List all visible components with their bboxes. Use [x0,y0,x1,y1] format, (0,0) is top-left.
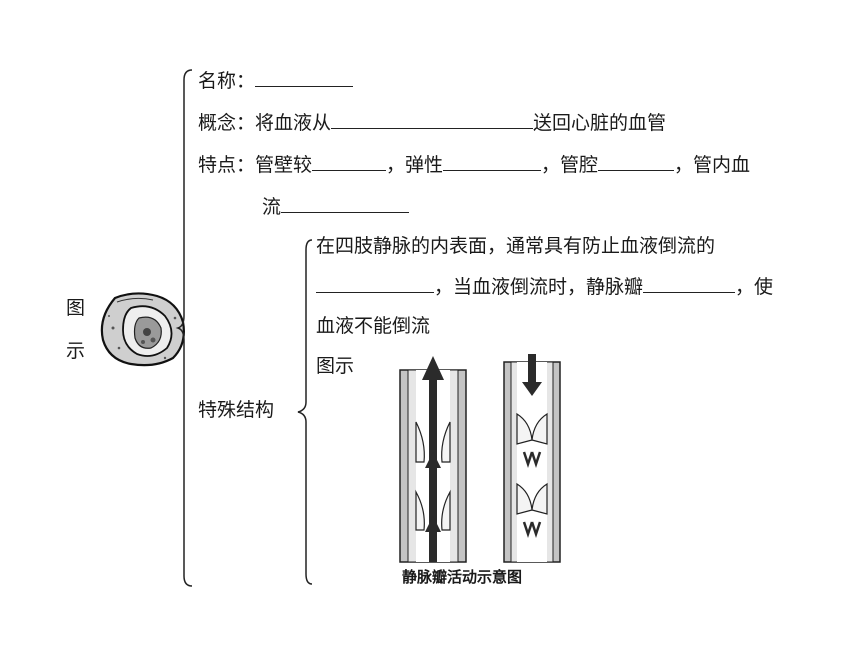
elastic-blank[interactable] [443,152,542,171]
vein-valve-open-icon [399,356,467,563]
left-label-shi: 示 [66,340,86,362]
figure-label: 图示 [316,355,355,377]
left-label-tu: 图 [66,297,86,319]
lumen-blank[interactable] [598,152,675,171]
feature-elastic: ，弹性 [386,154,444,176]
concept-row: 概念：将血液从 送回心脏的血管 [198,110,666,135]
feature-label: 特点：管壁较 [198,154,313,176]
concept-label: 概念：将血液从 [198,112,332,134]
name-blank[interactable] [255,68,354,87]
special-brace [297,239,313,585]
name-row: 名称： [198,68,354,93]
feature-row: 特点：管壁较 ，弹性 ，管腔 ，管内血 [198,152,750,177]
main-brace [175,69,193,587]
name-label: 名称： [198,70,256,92]
feature-flow: ，管内血 [674,154,751,176]
vein-valve-closed-icon [503,354,561,563]
valve-action-blank[interactable] [643,274,736,293]
concept-blank[interactable] [331,110,534,129]
vein-cross-section-icon [100,292,185,367]
flow-blank[interactable] [281,194,410,213]
concept-suffix: 送回心脏的血管 [533,112,667,134]
feature-row-cont: 流 [262,194,410,219]
wall-blank[interactable] [312,152,387,171]
special-line3: 血液不能倒流 [316,315,431,337]
special-line1: 在四肢静脉的内表面，通常具有防止血液倒流的 [316,235,716,257]
special-label: 特殊结构 [198,399,275,421]
feature-lumen: ，管腔 [541,154,599,176]
special-line2: ，当血液倒流时，静脉瓣 ，使 [316,274,773,299]
feature-flow-cont: 流 [262,196,282,218]
special-line2-end: ，使 [735,276,774,298]
figure-caption: 静脉瓣活动示意图 [402,568,523,586]
special-line2-mid: ，当血液倒流时，静脉瓣 [434,276,644,298]
valve-name-blank[interactable] [316,274,434,293]
